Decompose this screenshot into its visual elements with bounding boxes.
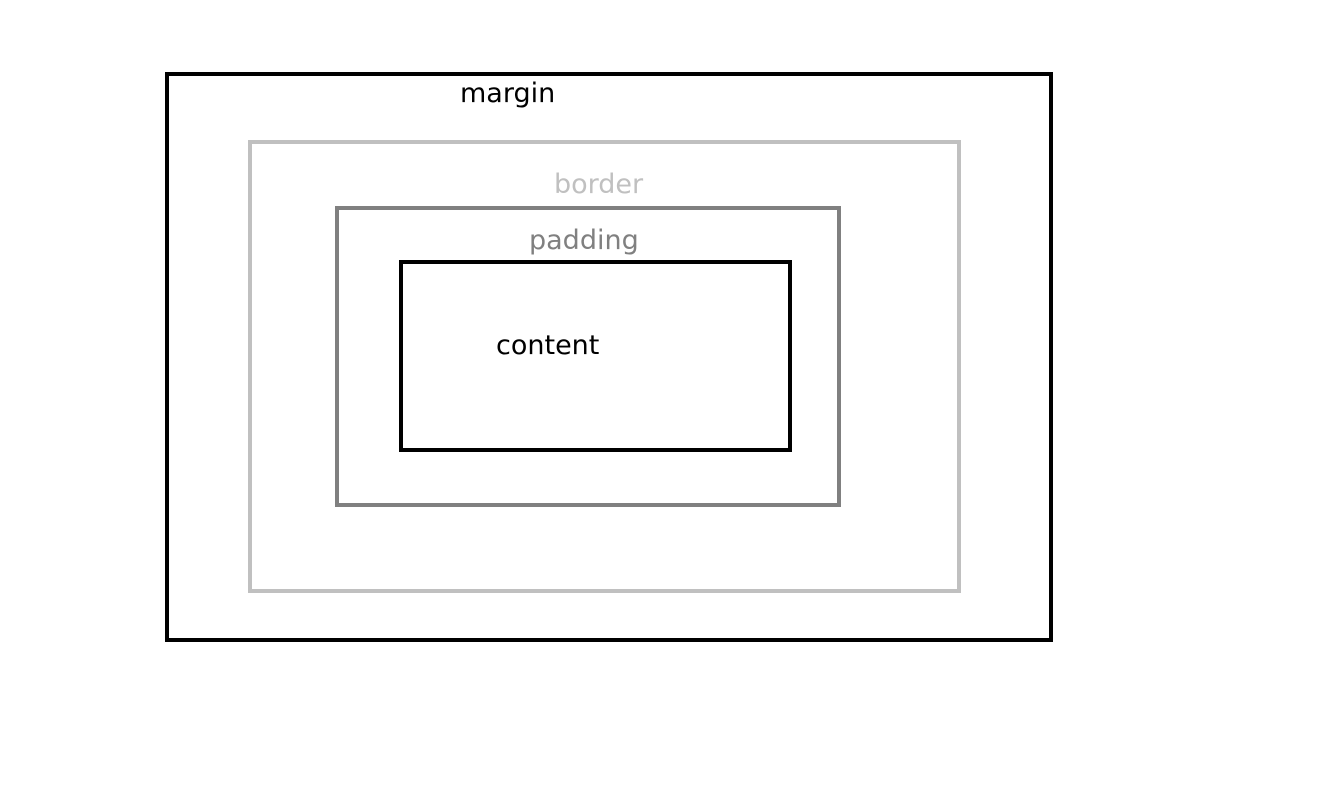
border-label: border bbox=[554, 169, 644, 200]
border-box bbox=[248, 140, 961, 593]
padding-label: padding bbox=[529, 225, 639, 256]
padding-box bbox=[335, 206, 841, 507]
content-label: content bbox=[496, 330, 600, 361]
margin-box bbox=[165, 72, 1053, 642]
content-box bbox=[399, 260, 792, 452]
margin-label: margin bbox=[460, 78, 556, 109]
